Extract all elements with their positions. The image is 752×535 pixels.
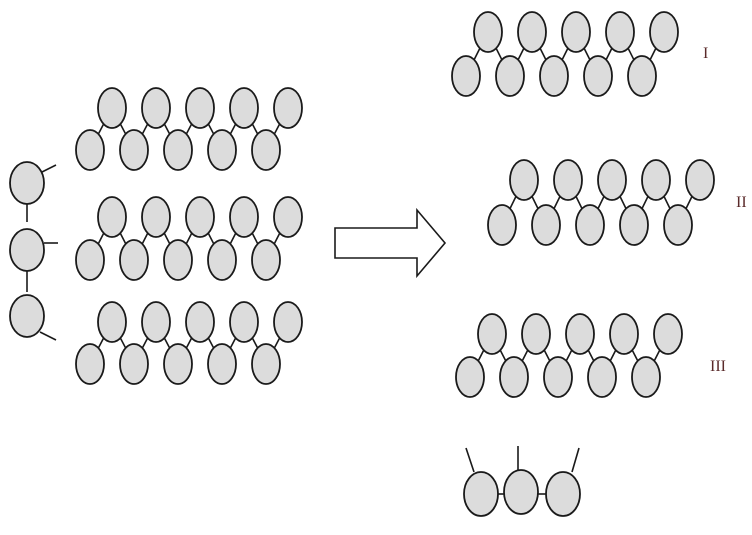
bead xyxy=(539,55,569,97)
side-chain-2 xyxy=(75,196,303,281)
bead xyxy=(229,87,259,129)
bead xyxy=(273,87,303,129)
bead xyxy=(97,87,127,129)
bead xyxy=(473,11,503,53)
bead xyxy=(97,301,127,343)
side-chain-3 xyxy=(75,301,303,385)
bead xyxy=(97,196,127,238)
bead xyxy=(451,55,481,97)
product-chain-2 xyxy=(487,159,715,246)
bead xyxy=(499,356,529,398)
bead xyxy=(229,196,259,238)
side-chain-1 xyxy=(75,87,303,171)
bead xyxy=(627,55,657,97)
bead xyxy=(273,196,303,238)
bead xyxy=(185,87,215,129)
bead xyxy=(455,356,485,398)
bead xyxy=(163,129,193,171)
bead xyxy=(207,343,237,385)
bead xyxy=(517,11,547,53)
bead xyxy=(575,204,605,246)
fragment-chain xyxy=(463,446,581,517)
bead xyxy=(163,239,193,281)
bead xyxy=(653,313,683,355)
bead xyxy=(553,159,583,201)
bead xyxy=(185,196,215,238)
bead xyxy=(663,204,693,246)
bead xyxy=(477,313,507,355)
bead xyxy=(141,87,171,129)
product-label-i: I xyxy=(703,45,708,62)
backbone-chain xyxy=(9,161,58,341)
bead xyxy=(251,239,281,281)
right-arrow-icon xyxy=(334,207,447,279)
bead xyxy=(273,301,303,343)
bead xyxy=(509,159,539,201)
bead xyxy=(229,301,259,343)
bead xyxy=(543,356,573,398)
product-chain-1 xyxy=(451,11,679,97)
bead xyxy=(207,129,237,171)
bead xyxy=(521,313,551,355)
side-chains-group xyxy=(75,87,303,385)
bead xyxy=(75,129,105,171)
bead xyxy=(531,204,561,246)
bead xyxy=(597,159,627,201)
product-chain-3 xyxy=(455,313,683,398)
product-label-iii: III xyxy=(710,358,726,375)
bead xyxy=(561,11,591,53)
bead xyxy=(583,55,613,97)
bead xyxy=(685,159,715,201)
bead xyxy=(587,356,617,398)
bead xyxy=(163,343,193,385)
product-chains-group xyxy=(451,11,715,398)
bead xyxy=(619,204,649,246)
bead xyxy=(75,239,105,281)
bead xyxy=(495,55,525,97)
bead xyxy=(119,343,149,385)
product-label-ii: II xyxy=(736,194,747,211)
bead xyxy=(487,204,517,246)
bead xyxy=(609,313,639,355)
bead xyxy=(631,356,661,398)
bead xyxy=(565,313,595,355)
bead xyxy=(251,343,281,385)
bead xyxy=(649,11,679,53)
bead xyxy=(641,159,671,201)
bead xyxy=(119,239,149,281)
bead xyxy=(141,301,171,343)
bead xyxy=(605,11,635,53)
bead xyxy=(251,129,281,171)
bead xyxy=(207,239,237,281)
bead xyxy=(119,129,149,171)
bead xyxy=(141,196,171,238)
bead xyxy=(185,301,215,343)
bead xyxy=(75,343,105,385)
